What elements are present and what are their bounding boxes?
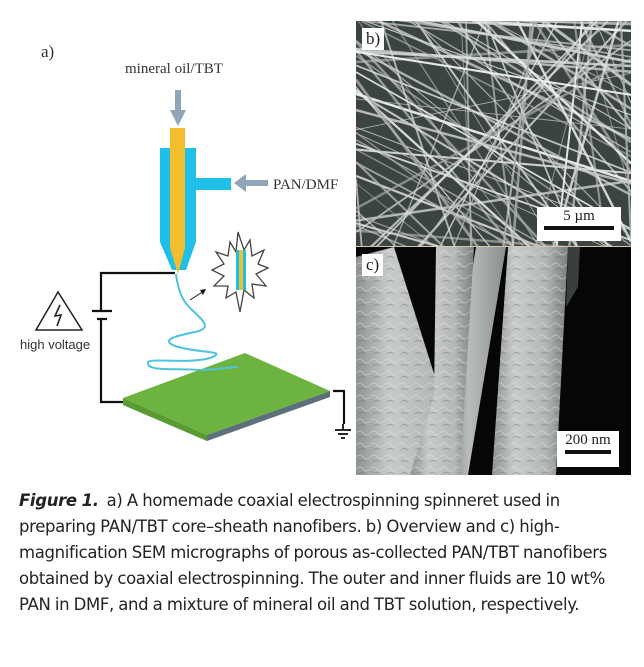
fiber-strand xyxy=(414,21,631,239)
fiber-strand xyxy=(356,50,631,96)
sheath-inlet-arrow-icon xyxy=(234,174,268,192)
fiber-strand xyxy=(356,161,516,247)
fiber-strand xyxy=(392,21,486,247)
battery-icon xyxy=(92,309,112,321)
scale-bar-b-label: 5 µm xyxy=(563,208,595,224)
panel-a-label: a) xyxy=(41,42,54,61)
fiber-jet xyxy=(147,273,239,372)
fiber-strand xyxy=(356,71,631,230)
circuit-wires xyxy=(99,271,346,424)
fiber-strand xyxy=(472,21,631,33)
fiber-cross-section-inset xyxy=(210,231,270,313)
fiber-strand xyxy=(587,21,631,48)
inset-pointer-arrow-icon xyxy=(189,289,206,301)
fiber-strand xyxy=(443,21,631,130)
panel-divider xyxy=(356,246,631,247)
scale-bar-c-label: 200 nm xyxy=(565,432,611,448)
fiber-strand xyxy=(619,21,631,239)
fiber-strand xyxy=(356,47,631,74)
core-fluid-label: mineral oil/TBT xyxy=(125,61,223,77)
fiber-strand xyxy=(356,182,436,247)
fiber-strand xyxy=(356,98,631,130)
fiber-strand xyxy=(356,179,631,222)
fiber-strand xyxy=(502,21,535,247)
caption-text: a) A homemade coaxial electrospinning sp… xyxy=(19,491,607,614)
figure-label: Figure 1. xyxy=(19,491,99,510)
fiber-strand xyxy=(357,21,524,247)
fiber-strand xyxy=(581,21,631,195)
fiber-strand xyxy=(516,21,631,243)
fiber-strand xyxy=(418,21,631,64)
panel-a-schematic: a) mineral oil/TBT PAN/DMF xyxy=(20,42,351,441)
panel-c-sem-highmag: c) 200 nm xyxy=(356,247,631,475)
fiber-strand xyxy=(356,50,631,68)
coaxial-spinneret xyxy=(160,128,231,274)
fiber-strand xyxy=(579,21,631,125)
fiber-strand xyxy=(360,21,631,157)
panel-b-label: b) xyxy=(362,28,385,50)
fiber-strand xyxy=(356,57,631,210)
fiber-strand xyxy=(356,49,514,247)
scale-bar-c-line xyxy=(565,450,611,454)
core-inlet-arrow-icon xyxy=(170,90,186,126)
sheath-fluid-label: PAN/DMF xyxy=(273,177,338,193)
fiber-strand xyxy=(356,210,398,247)
fiber-strand xyxy=(356,108,631,185)
panel-c-label: c) xyxy=(362,254,384,276)
fiber-strand xyxy=(540,21,631,130)
scale-bar-c: 200 nm xyxy=(557,431,619,467)
scale-bar-b-line xyxy=(544,226,614,230)
fiber-strand xyxy=(475,21,631,165)
fiber-strand xyxy=(399,21,631,24)
fiber-network-image xyxy=(356,21,631,247)
figure-1: a) mineral oil/TBT PAN/DMF xyxy=(20,21,631,475)
fiber-strand xyxy=(369,21,609,247)
fiber-strand xyxy=(356,148,631,175)
collector-plate xyxy=(123,353,330,441)
fiber-strand xyxy=(356,131,509,247)
fiber-strand xyxy=(460,21,473,247)
fiber-strand xyxy=(356,229,566,247)
fiber-strand xyxy=(356,148,538,247)
high-voltage-label: high voltage xyxy=(20,337,90,352)
fiber-jet-end xyxy=(199,366,239,371)
fiber-strand xyxy=(375,21,598,247)
fiber-strand xyxy=(356,161,445,247)
fiber-strand xyxy=(483,21,515,247)
fiber-strand xyxy=(489,21,631,110)
panel-b-sem-overview: b) 5 µm xyxy=(356,21,631,247)
high-voltage-warning-icon xyxy=(34,290,84,331)
figure-caption: Figure 1.a) A homemade coaxial electrosp… xyxy=(19,488,634,618)
scale-bar-b: 5 µm xyxy=(537,207,621,241)
ground-icon xyxy=(335,424,351,439)
fiber-strand xyxy=(356,214,441,247)
fiber-strand xyxy=(356,78,480,247)
nanofiber-closeup-image xyxy=(356,247,580,475)
